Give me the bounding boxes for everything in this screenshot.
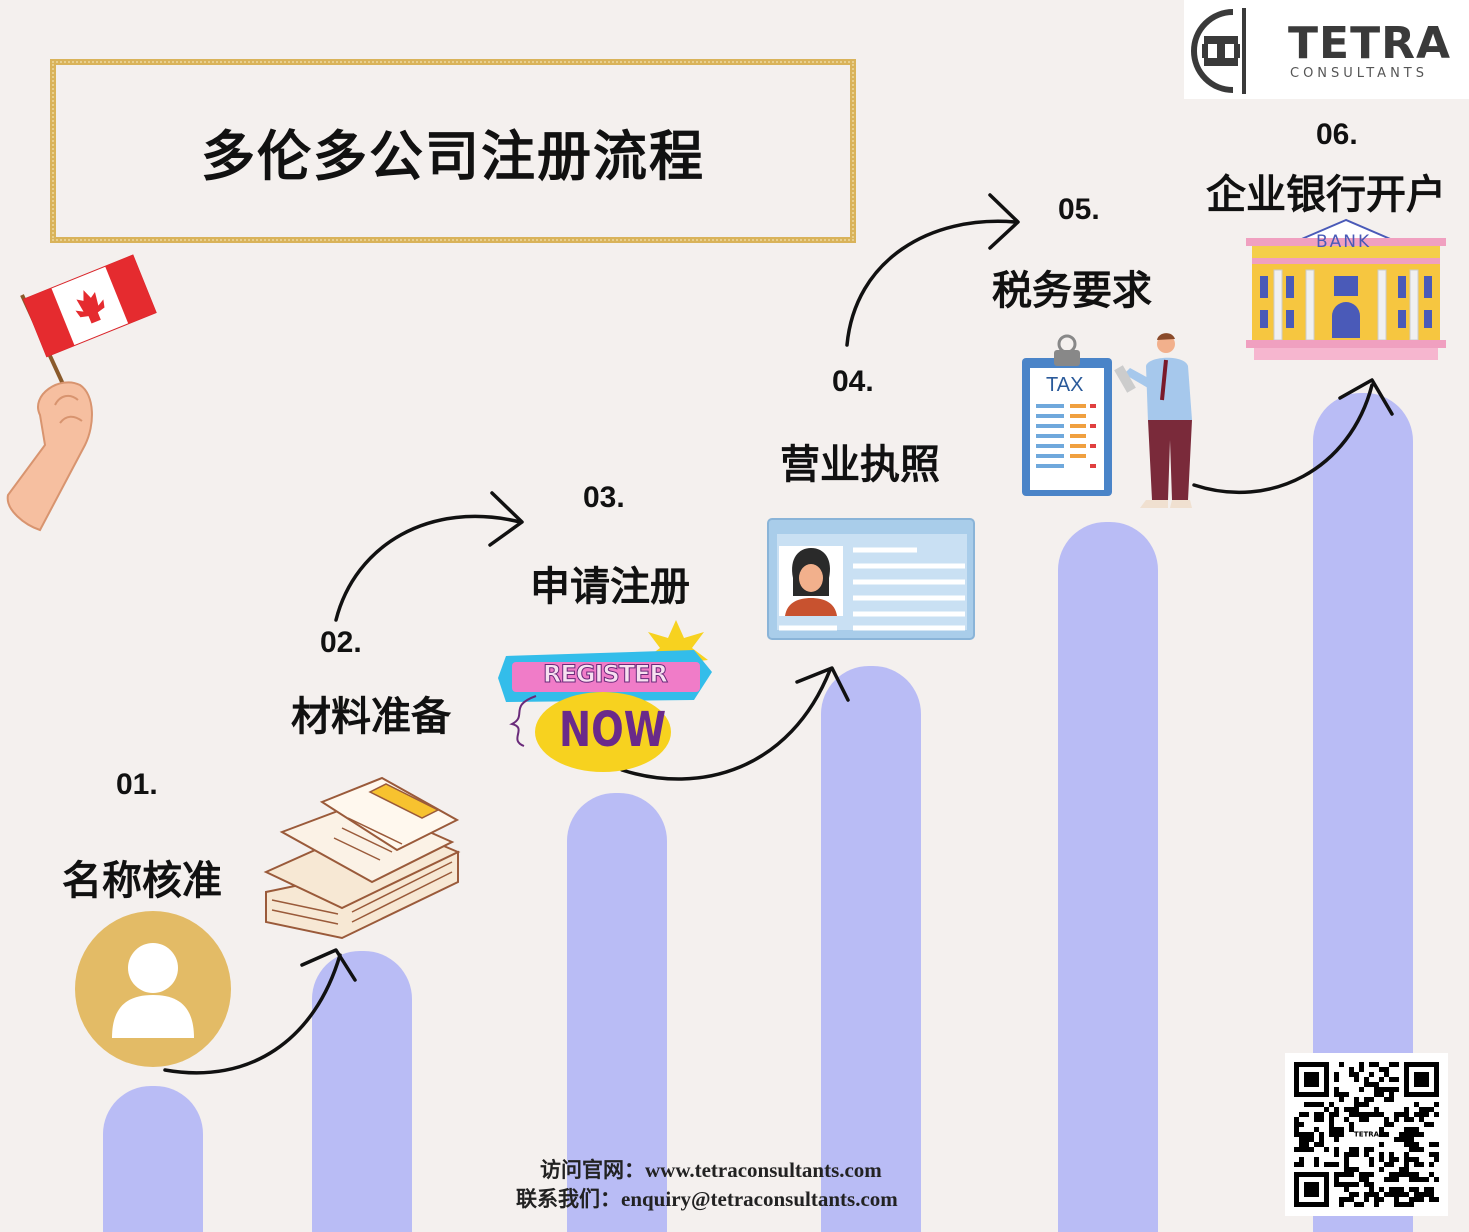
arrow-3-icon — [620, 668, 832, 781]
step-2-label: 材料准备 — [291, 693, 451, 740]
step-1-pillar — [103, 1086, 203, 1232]
tax-text: TAX — [1046, 374, 1084, 396]
arrow-2-icon — [334, 514, 522, 622]
canada-flag-icon — [6, 254, 157, 532]
bank-text: BANK — [1316, 232, 1372, 252]
step-5-pillar — [1058, 522, 1158, 1232]
logo-mark-icon — [1191, 8, 1246, 94]
qr-code[interactable]: TETRA — [1285, 1053, 1448, 1216]
step-5-number: 05. — [1058, 193, 1100, 226]
step-5-label: 税务要求 — [992, 267, 1152, 314]
step-3-number: 03. — [583, 481, 625, 514]
footer-website[interactable]: 访问官网：www.tetraconsultants.com — [540, 1158, 882, 1182]
step-1-label: 名称核准 — [62, 857, 222, 904]
tax-clipboard-icon — [1022, 333, 1192, 508]
step-3-pillar — [567, 793, 667, 1232]
step-2-number: 02. — [320, 626, 362, 659]
arrow-1-icon — [163, 953, 342, 1075]
step-4-pillar — [821, 666, 921, 1232]
step-4-label: 营业执照 — [780, 441, 940, 488]
logo-brand: TETRA — [1288, 18, 1452, 69]
arrow-5-icon — [1192, 383, 1374, 495]
step-3-label: 申请注册 — [530, 563, 690, 610]
step-6-label: 企业银行开户 — [1206, 171, 1446, 218]
title-frame: 多伦多公司注册流程 — [50, 59, 856, 243]
register-now-sticker — [498, 620, 712, 772]
qr-center-logo: TETRA — [1354, 1131, 1380, 1139]
step-6-number: 06. — [1316, 118, 1358, 151]
id-card-icon — [767, 518, 975, 640]
register-text: REGISTER — [542, 660, 668, 689]
documents-stack-icon — [263, 776, 461, 940]
user-avatar-icon — [75, 911, 231, 1067]
step-2-pillar — [312, 951, 412, 1232]
step-4-number: 04. — [832, 365, 874, 398]
logo-subtitle: CONSULTANTS — [1290, 66, 1428, 81]
logo[interactable] — [1184, 0, 1469, 99]
arrow-4-icon — [845, 219, 1017, 347]
now-text: NOW — [559, 702, 667, 758]
page-title: 多伦多公司注册流程 — [201, 123, 705, 188]
bank-building-icon — [1246, 218, 1446, 360]
footer-email[interactable]: 联系我们：enquiry@tetraconsultants.com — [516, 1187, 898, 1211]
step-1-number: 01. — [116, 768, 158, 801]
